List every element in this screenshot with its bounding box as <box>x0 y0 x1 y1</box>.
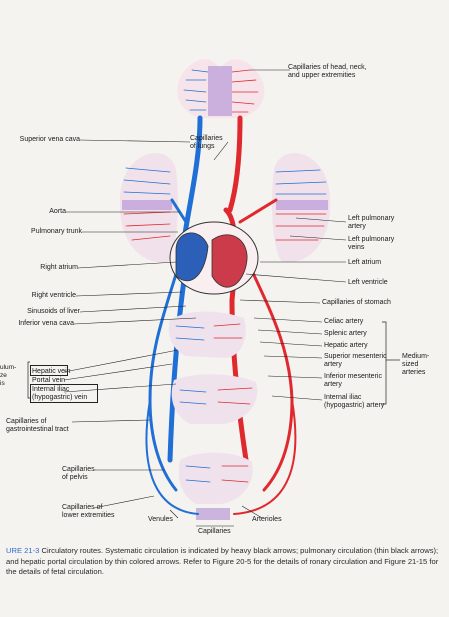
label-internal-iliac-artery: Internal iliac (hypogastric) artery <box>324 394 385 409</box>
leader-lines <box>63 69 347 527</box>
medium-arteries-bracket <box>382 321 387 405</box>
hepatic-vein-box <box>30 365 68 376</box>
label-inferior-vena-cava: Inferior vena cava <box>18 320 74 327</box>
heart <box>169 221 259 295</box>
label-arterioles: Arterioles <box>252 516 282 523</box>
label-inferior-mesenteric-artery: Inferior mesenteric artery <box>324 373 382 388</box>
label-left-pulmonary-veins: Left pulmonary veins <box>348 236 395 251</box>
label-internal-iliac-vein: Internal iliac (hypogastric) vein <box>32 386 88 401</box>
left-margin-bracket <box>27 361 30 399</box>
label-sinusoids-liver: Sinusoids of liver <box>27 308 80 315</box>
label-celiac-artery: Celiac artery <box>324 318 364 325</box>
label-hepatic-vein: Hepatic vein <box>32 368 71 375</box>
caption-text: Circulatory routes. Systematic circulati… <box>6 546 439 576</box>
lung-capillary-beds <box>119 153 331 263</box>
internal-iliac-vein-box <box>30 384 98 403</box>
circulation-illustration <box>119 59 331 520</box>
label-right-atrium: Right atrium <box>40 264 78 271</box>
label-capillaries-lungs: Capillaries of lungs <box>190 135 223 150</box>
label-left-pulmonary-artery: Left pulmonary artery <box>348 215 395 230</box>
label-splenic-artery: Splenic artery <box>324 330 367 337</box>
label-capillaries-lower: Capillaries of lower extremities <box>62 504 115 519</box>
label-hepatic-artery: Hepatic artery <box>324 342 368 349</box>
label-capillaries-head: Capillaries of head, neck, and upper ext… <box>288 64 367 79</box>
label-left-atrium: Left atrium <box>348 259 382 266</box>
figure-id: URE 21-3 <box>6 546 40 555</box>
abdominal-capillary-beds <box>168 311 258 520</box>
label-superior-vena-cava: Superior vena cava <box>19 136 80 143</box>
label-aorta: Aorta <box>49 208 66 215</box>
label-left-margin-fragment: ulum- ze is <box>0 364 17 387</box>
label-pulmonary-trunk: Pulmonary trunk <box>31 228 82 235</box>
label-portal-vein: Portal vein <box>32 377 66 384</box>
label-capillaries-gi: Capillaries of gastrointestinal tract <box>6 418 69 433</box>
bracket-lines <box>27 321 400 405</box>
label-superior-mesenteric-artery: Superior mesenteric artery <box>324 353 387 368</box>
major-vessels <box>148 115 294 492</box>
label-capillaries-stomach: Capillaries of stomach <box>322 299 391 306</box>
label-left-ventricle: Left ventricle <box>348 279 388 286</box>
label-capillaries: Capillaries <box>198 528 231 535</box>
figure-caption: URE 21-3 Circulatory routes. Systematic … <box>6 546 444 578</box>
label-venules: Venules <box>148 516 173 523</box>
label-right-ventricle: Right ventricle <box>31 292 76 299</box>
label-medium-sized-arteries: Medium- sized arteries <box>402 353 430 376</box>
label-capillaries-pelvis: Capillaries of pelvis <box>62 466 95 481</box>
head-capillary-bed <box>177 59 265 118</box>
